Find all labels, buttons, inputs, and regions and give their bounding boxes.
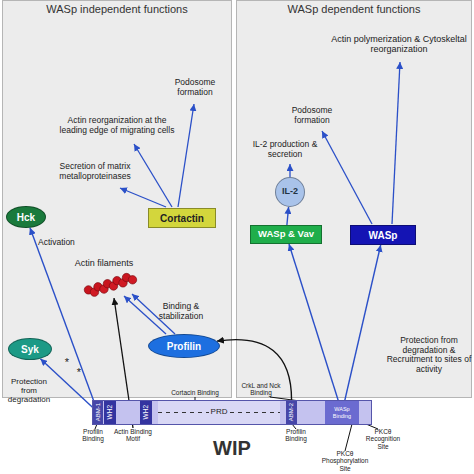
panel-heading: WASp independent functions (3, 3, 231, 15)
protein-box: WASp (350, 225, 416, 245)
site-label: CrkL and Nck Binding (236, 382, 286, 397)
footnote-mark: * (62, 356, 72, 368)
site-label: Cortacin Binding (165, 389, 225, 396)
domain-box: WASp Binding (325, 401, 359, 424)
structure-label: Actin filaments (64, 258, 144, 268)
node-label: WASp (369, 230, 398, 241)
node-label: IL-2 (282, 187, 298, 197)
protein-box: Cortactin (148, 208, 216, 228)
function-label: Podosome formation (283, 106, 341, 125)
panel-heading: WASp dependent functions (237, 3, 471, 15)
panel-box: WASp independent functionsHck CortactinPr… (2, 0, 232, 398)
footnote-mark: * (74, 366, 84, 378)
domain-box: WH2 (104, 401, 116, 424)
protein-ellipse: Profilin (148, 334, 220, 358)
node-label: PRD (209, 408, 230, 417)
leader-arrow (289, 164, 290, 177)
node-label: WASp & Vav (258, 229, 314, 239)
node-label: Profilin (167, 341, 201, 352)
site-label: Profilin Binding (278, 428, 314, 443)
function-label: Actin polymerization & Cytoskeltal reorg… (328, 34, 470, 54)
function-label: Binding & stabilization (146, 302, 216, 321)
function-label: Protection from degradation & Recruitmen… (386, 336, 472, 374)
function-label: Protection from degradation (2, 378, 56, 405)
node-label: ABM-1 (95, 403, 102, 421)
domain-box: WH2 (140, 401, 152, 424)
site-label: Profilin Binding (76, 428, 110, 443)
site-label: PKCθ Phosphorylation Site (316, 450, 374, 472)
domain-box: ABM-2 (286, 401, 297, 424)
site-label: PKCθ Recognition Site (360, 428, 406, 450)
node-label: WASp Binding (325, 406, 359, 418)
protein-bar: WIPABM-1WH2WH2PRDABM-2WASp Binding (92, 400, 372, 425)
node-label: WH2 (106, 405, 113, 419)
node-label: Syk (21, 344, 39, 355)
protein-box: WASp & Vav (250, 225, 322, 244)
function-label: Actin reorganization at the leading edge… (56, 116, 178, 135)
cytokine-circle: IL-2 (275, 177, 305, 207)
node-label: WH2 (142, 405, 149, 419)
node-label: Hck (17, 212, 35, 223)
node-label: ABM-2 (288, 403, 295, 421)
domain-box: PRD (158, 401, 280, 424)
function-label: Secretion of matrix metalloproteinases (36, 162, 154, 181)
kinase-ellipse: Syk (8, 338, 52, 360)
leader-tick (345, 424, 352, 451)
domain-box: ABM-1 (93, 401, 103, 424)
site-label: Actin Binding Motif (112, 428, 154, 443)
node-label: Cortactin (160, 213, 204, 224)
function-label: IL-2 production & secretion (238, 140, 332, 159)
function-label: Podosome formation (163, 78, 227, 97)
kinase-ellipse: Hck (6, 206, 46, 228)
edge-label: Activation (38, 238, 88, 248)
